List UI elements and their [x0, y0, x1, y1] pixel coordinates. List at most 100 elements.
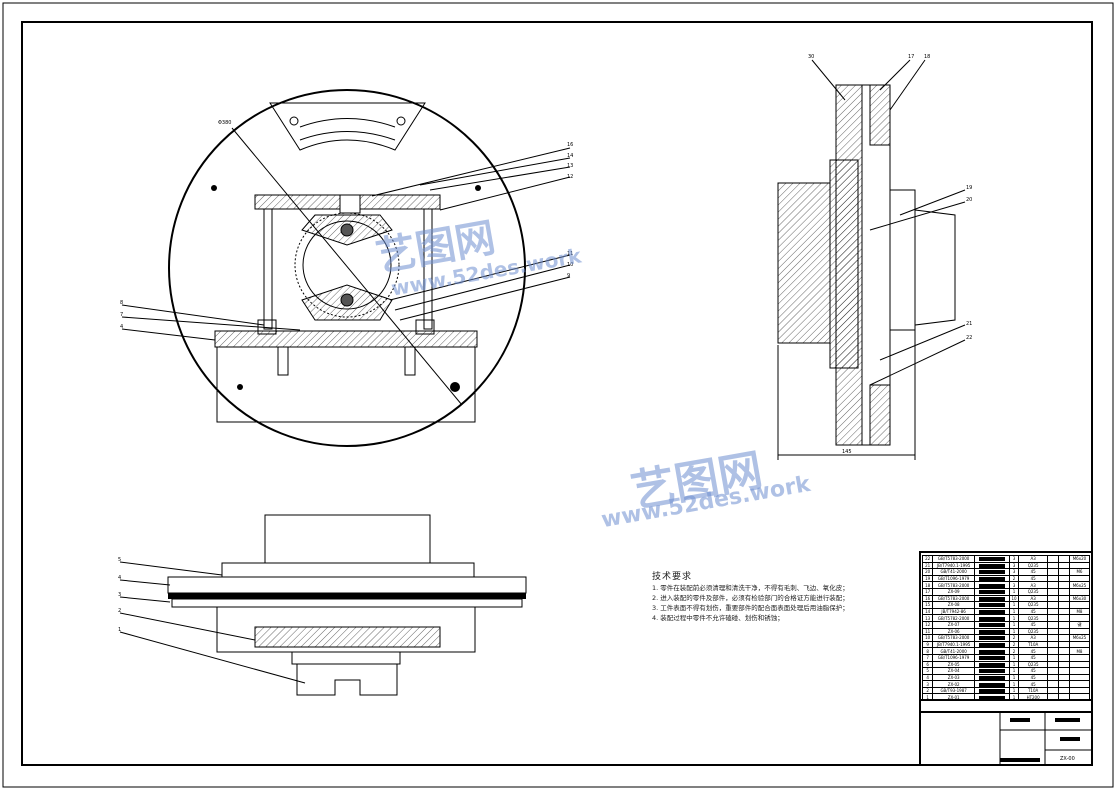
bom-code: ZX-02 — [932, 680, 975, 688]
bom-blank — [1047, 587, 1060, 596]
bom-no: 9 — [921, 640, 934, 649]
bom-note — [1068, 640, 1091, 649]
bom-name — [973, 587, 1011, 596]
bom-blank — [1047, 686, 1060, 695]
bom-material: T10A — [1017, 640, 1049, 649]
bom-code: ZX-01 — [932, 693, 975, 702]
bom-blank — [1047, 634, 1060, 642]
bom-material: HT200 — [1017, 693, 1049, 702]
bom-blank — [1058, 614, 1070, 622]
redacted-name — [979, 656, 1006, 661]
redacted-name — [979, 583, 1006, 588]
bom-name — [973, 693, 1011, 702]
bom-name — [973, 653, 1011, 662]
drawing-number: ZX-00 — [1060, 756, 1075, 762]
bom-material: A3 — [1017, 594, 1049, 603]
bom-blank — [1047, 561, 1060, 570]
bom-code: GB/T93-1987 — [932, 686, 975, 695]
bom-material: A3 — [1017, 555, 1049, 563]
bom-no: 3 — [921, 680, 934, 688]
redacted-name — [979, 557, 1006, 562]
label-b5: 5 — [118, 557, 121, 563]
label-8: 8 — [120, 300, 123, 306]
bom-name — [973, 607, 1011, 616]
redacted-name — [979, 590, 1006, 595]
bom-note — [1068, 561, 1091, 570]
bom-material: 45 — [1017, 607, 1049, 616]
bom-note — [1068, 614, 1091, 622]
bom-no: 6 — [921, 660, 934, 669]
bom-code: GB/T5782-2000 — [932, 614, 975, 622]
bom-material: 45 — [1017, 653, 1049, 662]
bom-note — [1068, 673, 1091, 682]
redacted-name — [979, 610, 1006, 614]
bom-no: 12 — [921, 620, 934, 629]
label-10: 10 — [567, 262, 573, 268]
label-18: 18 — [924, 54, 930, 60]
front-view: Φ380 16 14 13 12 8 7 4 11 10 9 — [120, 89, 573, 447]
label-20: 20 — [966, 197, 972, 203]
bom-blank — [1047, 667, 1060, 675]
bom-qty: 1 — [1009, 601, 1019, 609]
bom-blank — [1058, 640, 1070, 649]
bom-material: 45 — [1017, 673, 1049, 682]
bom-qty: 3 — [1009, 555, 1019, 563]
bom-no: 5 — [921, 667, 934, 675]
bom-qty: 1 — [1009, 673, 1019, 682]
bom-material: 45 — [1017, 667, 1049, 675]
bom-blank — [1058, 568, 1070, 576]
label-30: 30 — [808, 54, 814, 60]
bom-material: Q235 — [1017, 587, 1049, 596]
bom-no: 16 — [921, 594, 934, 603]
redacted-name — [979, 623, 1006, 628]
bom-name — [973, 614, 1011, 622]
label-21: 21 — [966, 321, 972, 327]
bom-blank — [1047, 660, 1060, 669]
bom-code: JB/T7940.1-1995 — [932, 561, 975, 570]
bom-name — [973, 680, 1011, 688]
bom-blank — [1058, 667, 1070, 675]
bom-name — [973, 627, 1011, 636]
bom-qty: 1 — [1009, 693, 1019, 702]
bom-note: M6x20 — [1068, 555, 1091, 563]
bom-no: 13 — [921, 614, 934, 622]
bom-qty: 1 — [1009, 587, 1019, 596]
bom-no: 7 — [921, 653, 934, 662]
bom-blank — [1047, 555, 1060, 563]
redacted-name — [979, 616, 1006, 621]
bom-blank — [1047, 594, 1060, 603]
redacted-name — [979, 629, 1006, 634]
label-14: 14 — [567, 153, 573, 159]
label-b1: 1 — [118, 627, 121, 633]
bom-qty: 1 — [1009, 653, 1019, 662]
bom-no: 8 — [921, 647, 934, 655]
label-4: 4 — [120, 324, 123, 330]
bom-blank — [1058, 686, 1070, 695]
label-19: 19 — [966, 185, 972, 191]
bom-code: GB/T41-2000 — [932, 568, 975, 576]
redacted-name — [979, 675, 1006, 680]
bom-note — [1068, 601, 1091, 609]
bom-note — [1068, 660, 1091, 669]
bom-name — [973, 660, 1011, 669]
bom-name — [973, 647, 1011, 655]
bom-material: Q235 — [1017, 627, 1049, 636]
bom-code: GB/T1096-1979 — [932, 653, 975, 662]
bom-code: GB/T5783-2000 — [932, 581, 975, 589]
dimension-145: 145 — [842, 449, 852, 455]
bom-note: M8 — [1068, 647, 1091, 655]
redacted-name — [979, 662, 1006, 667]
bom-blank — [1047, 614, 1060, 622]
